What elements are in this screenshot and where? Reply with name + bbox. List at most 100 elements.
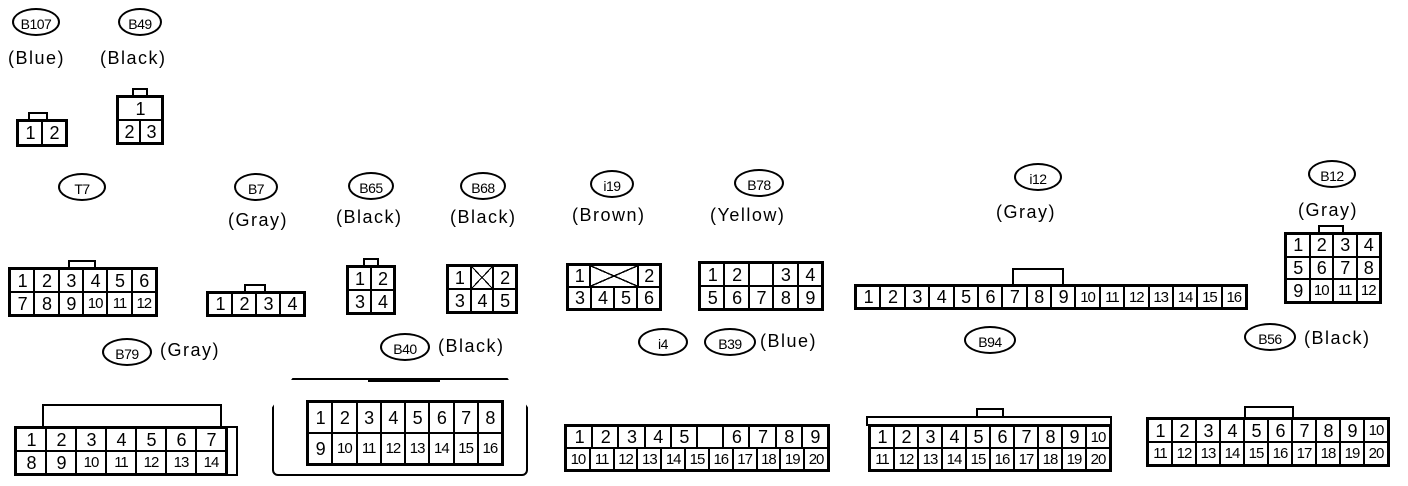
b56-pin: 7 (1292, 419, 1316, 442)
b65-latch (363, 258, 379, 266)
b78-pin: 8 (773, 286, 798, 309)
b78-id: B78 (734, 169, 784, 197)
b94-id: B94 (964, 326, 1016, 354)
b12-pin: 7 (1333, 256, 1357, 280)
b94-pin: 5 (966, 426, 990, 448)
i4-pin: 19 (780, 448, 805, 470)
b78-pin: 4 (797, 263, 823, 286)
b40-pin: 10 (332, 433, 357, 464)
b68-blocked-pin (470, 266, 494, 289)
i4-pin: 15 (685, 448, 709, 470)
i4-id: i4 (638, 328, 688, 356)
i12-color: (Gray) (996, 202, 1056, 222)
b79-pin: 6 (166, 428, 196, 451)
b68-pin: 4 (470, 289, 494, 312)
b94-pin: 20 (1086, 448, 1110, 470)
i4-pin: 1 (566, 426, 593, 448)
b79-pin: 14 (196, 451, 226, 474)
b56-pin: 19 (1340, 442, 1364, 465)
b79-pin: 4 (106, 428, 136, 451)
b40-id: B40 (380, 333, 430, 361)
i19-pin: 4 (591, 287, 614, 309)
i12-pin: 1 (856, 286, 881, 308)
b94-pin: 17 (1014, 448, 1038, 470)
b7-pin: 3 (256, 293, 280, 315)
t7-pin: 9 (58, 292, 83, 315)
i12-pin: 13 (1148, 286, 1173, 308)
i4-pin: 4 (644, 426, 671, 448)
b94-pin: 1 (870, 426, 894, 448)
b56-id: B56 (1244, 323, 1296, 351)
b94-pin: 11 (870, 448, 894, 470)
i4-pin: 14 (661, 448, 686, 470)
b56-pin: 8 (1316, 419, 1340, 442)
b56-pin: 6 (1268, 419, 1292, 442)
b94-pin: 14 (942, 448, 966, 470)
b40-color: (Black) (438, 336, 505, 356)
i4-pin: 11 (589, 448, 614, 470)
i4-pin: 3 (618, 426, 645, 448)
t7-pin: 7 (10, 292, 35, 315)
b94-pin: 10 (1086, 426, 1110, 448)
b65-pin: 1 (348, 267, 371, 290)
b56-pin: 14 (1220, 442, 1244, 465)
b12-pin: 1 (1286, 234, 1310, 257)
b94-pin: 12 (894, 448, 918, 470)
b40-pin: 4 (380, 402, 405, 433)
b94-pin: 15 (966, 448, 990, 470)
b56-pin: 2 (1172, 419, 1196, 442)
b49-id: B49 (118, 8, 162, 36)
b12-pin: 11 (1333, 279, 1357, 303)
b65-pin: 3 (348, 290, 371, 313)
i12-pin: 10 (1075, 286, 1100, 308)
i19-pin: 3 (568, 287, 591, 309)
b40-pin: 3 (356, 402, 381, 433)
b94-pin: 4 (942, 426, 966, 448)
b12-pin: 4 (1356, 234, 1380, 257)
i4-pin: 2 (592, 426, 619, 448)
b49-pin-row: 1 (118, 97, 162, 120)
t7-pin: 5 (107, 269, 132, 292)
b7-id: B7 (234, 173, 278, 201)
t7-pin: 6 (131, 269, 156, 292)
t7-pin: 3 (58, 269, 83, 292)
b40-pin: 7 (453, 402, 478, 433)
i4-pin: 7 (749, 426, 776, 448)
b68-pin: 3 (448, 289, 471, 312)
i12-pin: 9 (1051, 286, 1076, 308)
b40-pin: 2 (332, 402, 357, 433)
b79-pin: 7 (196, 428, 226, 451)
i19-pin: 2 (637, 265, 660, 287)
b56-pin: 13 (1196, 442, 1220, 465)
b78-empty-pin (748, 263, 774, 286)
b78-pin: 3 (773, 263, 798, 286)
t7-pin: 12 (131, 292, 156, 315)
b65-color: (Black) (336, 207, 403, 227)
b40-pin: 14 (429, 433, 454, 464)
b94-pin: 19 (1062, 448, 1086, 470)
b65-pin: 4 (371, 290, 394, 313)
b49-color: (Black) (100, 48, 167, 68)
t7-id: T7 (58, 173, 106, 201)
t7-pin: 2 (34, 269, 59, 292)
b107-pin: 1 (18, 121, 42, 145)
